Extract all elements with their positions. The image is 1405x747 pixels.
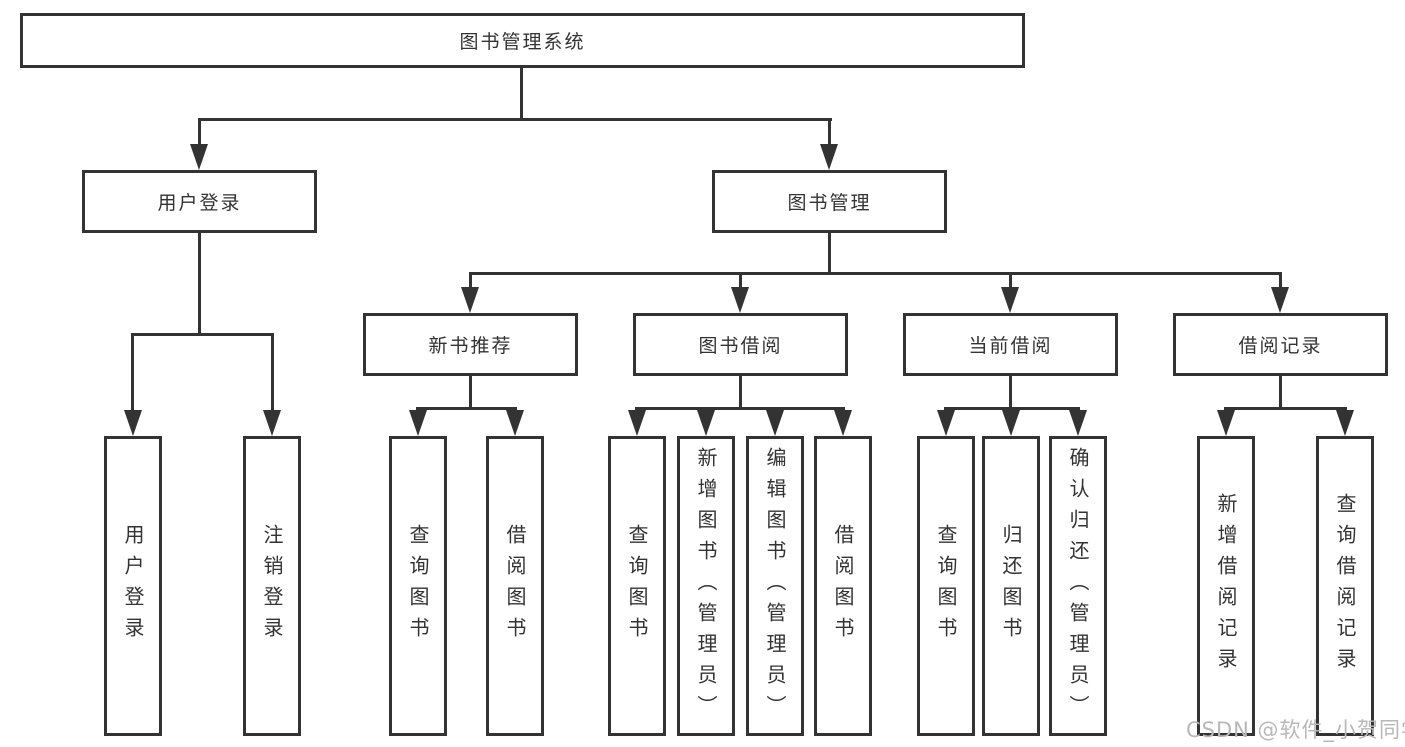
node-new-book-recommendation: 新书推荐 [363,313,578,376]
arrow-down-icon [1001,287,1019,313]
connector-user-login-split [131,333,274,336]
node-borrowing-records: 借阅记录 [1173,313,1388,376]
connector-level2-split [198,118,832,121]
leaf-cb-confirm-return-admin: 确认归还（管理员） [1049,436,1107,736]
connector-shaft-book-mgmt [828,118,831,148]
connector-shaft-leaf-user-login [131,333,134,413]
connector-shaft-leaf-logout [271,333,274,413]
arrow-down-icon [1271,287,1289,313]
arrow-down-icon [820,144,838,170]
leaf-bb-query-books: 查询图书 [608,436,666,736]
connector-borrow-records-trunk [1279,376,1282,410]
node-current-borrowing: 当前借阅 [903,313,1118,376]
arrow-down-icon [461,287,479,313]
arrow-down-icon [263,410,281,436]
leaf-bb-borrow-books: 借阅图书 [814,436,872,736]
leaf-user-login: 用户登录 [104,436,162,736]
arrow-down-icon [731,287,749,313]
connector-shaft-book-borrow [739,272,742,290]
csdn-watermark: CSDN @软件_小贺同学 [1186,718,1405,742]
leaf-br-add-borrow-record: 新增借阅记录 [1197,436,1255,736]
arrow-down-icon [766,410,784,436]
connector-book-borrow-split [635,407,845,410]
connector-level3-split [469,272,1282,275]
arrow-down-icon [506,410,524,436]
connector-shaft-new-book-rec [469,272,472,290]
connector-shaft-current-borrow [1009,272,1012,290]
arrow-down-icon [1069,410,1087,436]
node-book-management: 图书管理 [712,170,947,233]
leaf-bb-add-books-admin: 新增图书（管理员） [677,436,735,736]
arrow-down-icon [124,410,142,436]
connector-shaft-user-login [198,118,201,148]
leaf-cb-return-books: 归还图书 [982,436,1040,736]
connector-current-borrow-trunk [1009,376,1012,410]
leaf-logout: 注销登录 [243,436,301,736]
connector-shaft-borrow-records [1279,272,1282,290]
arrow-down-icon [937,410,955,436]
connector-borrow-records-split [1224,407,1347,410]
leaf-bb-edit-books-admin: 编辑图书（管理员） [746,436,804,736]
node-user-login: 用户登录 [82,170,317,233]
node-library-management-system: 图书管理系统 [20,13,1025,68]
leaf-br-query-borrow-record: 查询借阅记录 [1316,436,1374,736]
arrow-down-icon [628,410,646,436]
connector-new-book-rec-trunk [469,376,472,410]
connector-book-mgmt-trunk [828,233,831,275]
connector-root-trunk [520,68,523,121]
leaf-nbr-borrow-books: 借阅图书 [486,436,544,736]
arrow-down-icon [834,410,852,436]
leaf-cb-query-books: 查询图书 [917,436,975,736]
connector-book-borrow-trunk [739,376,742,410]
connector-user-login-trunk [198,233,201,336]
connector-current-borrow-split [944,407,1080,410]
node-book-borrowing: 图书借阅 [633,313,848,376]
arrow-down-icon [190,144,208,170]
arrow-down-icon [1336,410,1354,436]
connector-new-book-rec-split [416,407,517,410]
arrow-down-icon [1002,410,1020,436]
leaf-nbr-query-books: 查询图书 [389,436,447,736]
arrow-down-icon [697,410,715,436]
arrow-down-icon [1217,410,1235,436]
arrow-down-icon [409,410,427,436]
